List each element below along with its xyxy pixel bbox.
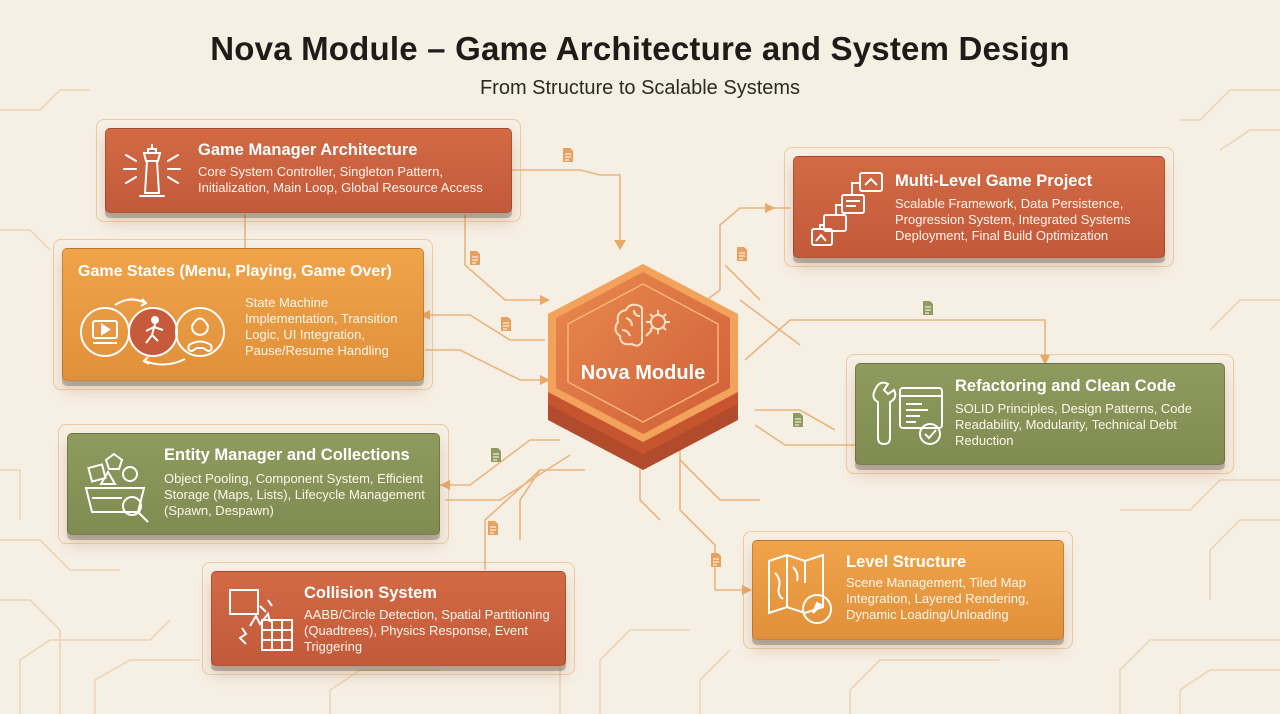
card-level-structure: Level Structure Scene Management, Tiled … (743, 531, 1073, 649)
card-entity-manager: Entity Manager and Collections Object Po… (58, 424, 449, 544)
card-title: Level Structure (846, 553, 967, 571)
card-description: Core System Controller, Singleton Patter… (198, 164, 483, 195)
document-icon (470, 251, 480, 265)
card-title: Entity Manager and Collections (164, 446, 410, 464)
shapes-basket-icon (84, 452, 149, 523)
card-description: State Machine Implementation, Transition… (245, 295, 398, 358)
control-tower-icon (123, 144, 181, 197)
card-refactoring: Refactoring and Clean Code SOLID Princip… (846, 354, 1234, 474)
card-title: Collision System (304, 584, 437, 602)
map-compass-icon (768, 553, 832, 624)
card-title: Refactoring and Clean Code (955, 377, 1176, 395)
card-description: Scalable Framework, Data Persistence, Pr… (895, 196, 1131, 243)
document-icon (563, 148, 573, 162)
collision-grid-icon (229, 589, 293, 651)
card-title: Game States (Menu, Playing, Game Over) (78, 263, 392, 280)
page-subtitle: From Structure to Scalable Systems (479, 77, 801, 99)
card-description: Scene Management, Tiled Map Integration,… (846, 575, 1029, 622)
page-title: Nova Module – Game Architecture and Syst… (210, 30, 1070, 67)
document-icon (488, 521, 498, 535)
level-flow-icon (811, 172, 883, 246)
card-title: Game Manager Architecture (198, 141, 418, 159)
card-description: AABB/Circle Detection, Spatial Partition… (304, 607, 550, 654)
document-icon (711, 553, 721, 567)
card-description: Object Pooling, Component System, Effici… (164, 471, 425, 518)
card-game-manager: Game Manager Architecture Core System Co… (96, 119, 521, 222)
card-collision: Collision System AABB/Circle Detection, … (202, 562, 575, 675)
document-icon (491, 448, 501, 462)
card-description: SOLID Principles, Design Patterns, Code … (955, 401, 1192, 448)
card-multi-level: Multi-Level Game Project Scalable Framew… (784, 147, 1174, 267)
wrench-code-icon (872, 381, 943, 446)
document-icon (923, 301, 933, 315)
card-title: Multi-Level Game Project (895, 172, 1093, 190)
card-game-states: Game States (Menu, Playing, Game Over) S… (53, 239, 433, 390)
hub-label: Nova Module (580, 362, 706, 384)
brain-gear-icon (614, 303, 670, 347)
hub-hexagon: Nova Module (538, 262, 748, 480)
state-cycle-icon (80, 298, 225, 366)
hub-shape (548, 264, 738, 470)
document-icon (501, 317, 511, 331)
document-icon (793, 413, 803, 427)
document-icon (737, 247, 747, 261)
